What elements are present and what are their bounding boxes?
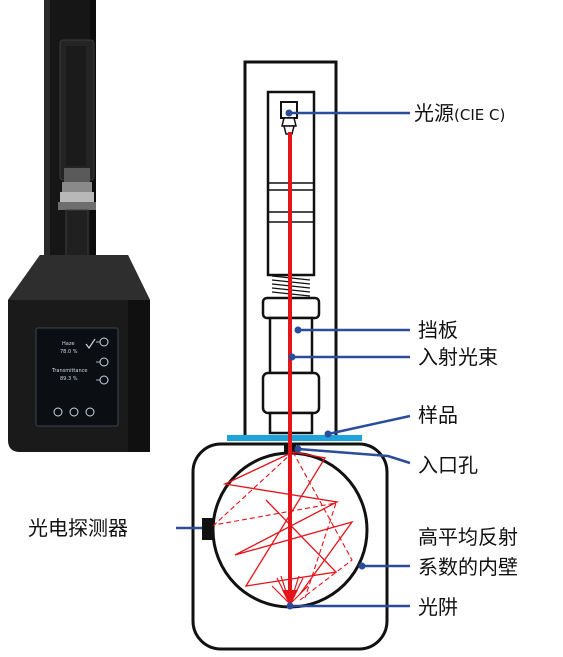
checkmark-icon — [85, 338, 96, 350]
scattered-rays — [212, 451, 353, 601]
device-screen — [35, 327, 119, 427]
label-inner-wall-line-2: 系数的内壁 — [418, 555, 518, 579]
schematic — [176, 60, 411, 651]
leader-lines — [176, 111, 411, 608]
screen-line-1: Haze — [62, 341, 75, 347]
screen-button-icon — [53, 407, 63, 417]
device-illustration: Haze 78.0 % Transmittance 89.3 % — [8, 0, 150, 452]
label-sample: 样品 — [418, 403, 458, 427]
leader-entrance-port — [297, 447, 411, 465]
label-baffle: 挡板 — [418, 318, 458, 342]
label-photodetector: 光电探测器 — [28, 516, 128, 540]
photodetector-block — [202, 518, 214, 540]
label-inner-wall-line-1: 高平均反射 — [418, 525, 518, 549]
label-incident-beam: 入射光束 — [418, 345, 498, 369]
screen-button-icon — [69, 407, 79, 417]
leader-sample — [327, 414, 411, 436]
label-entrance-port: 入口孔 — [418, 453, 478, 477]
sample-plate — [227, 435, 362, 441]
screen-button-icon — [85, 407, 95, 417]
label-light-source: 光源(CIE C) — [414, 101, 505, 127]
screen-line-4: 89.3 % — [60, 376, 78, 382]
label-light-trap: 光阱 — [418, 595, 458, 619]
label-light-source-suffix: (CIE C) — [454, 106, 506, 124]
label-light-source-main: 光源 — [414, 101, 454, 125]
reflected-rays — [222, 451, 354, 595]
screen-line-3: Transmittance — [51, 368, 87, 374]
screen-line-2: 78.0 % — [60, 349, 78, 355]
